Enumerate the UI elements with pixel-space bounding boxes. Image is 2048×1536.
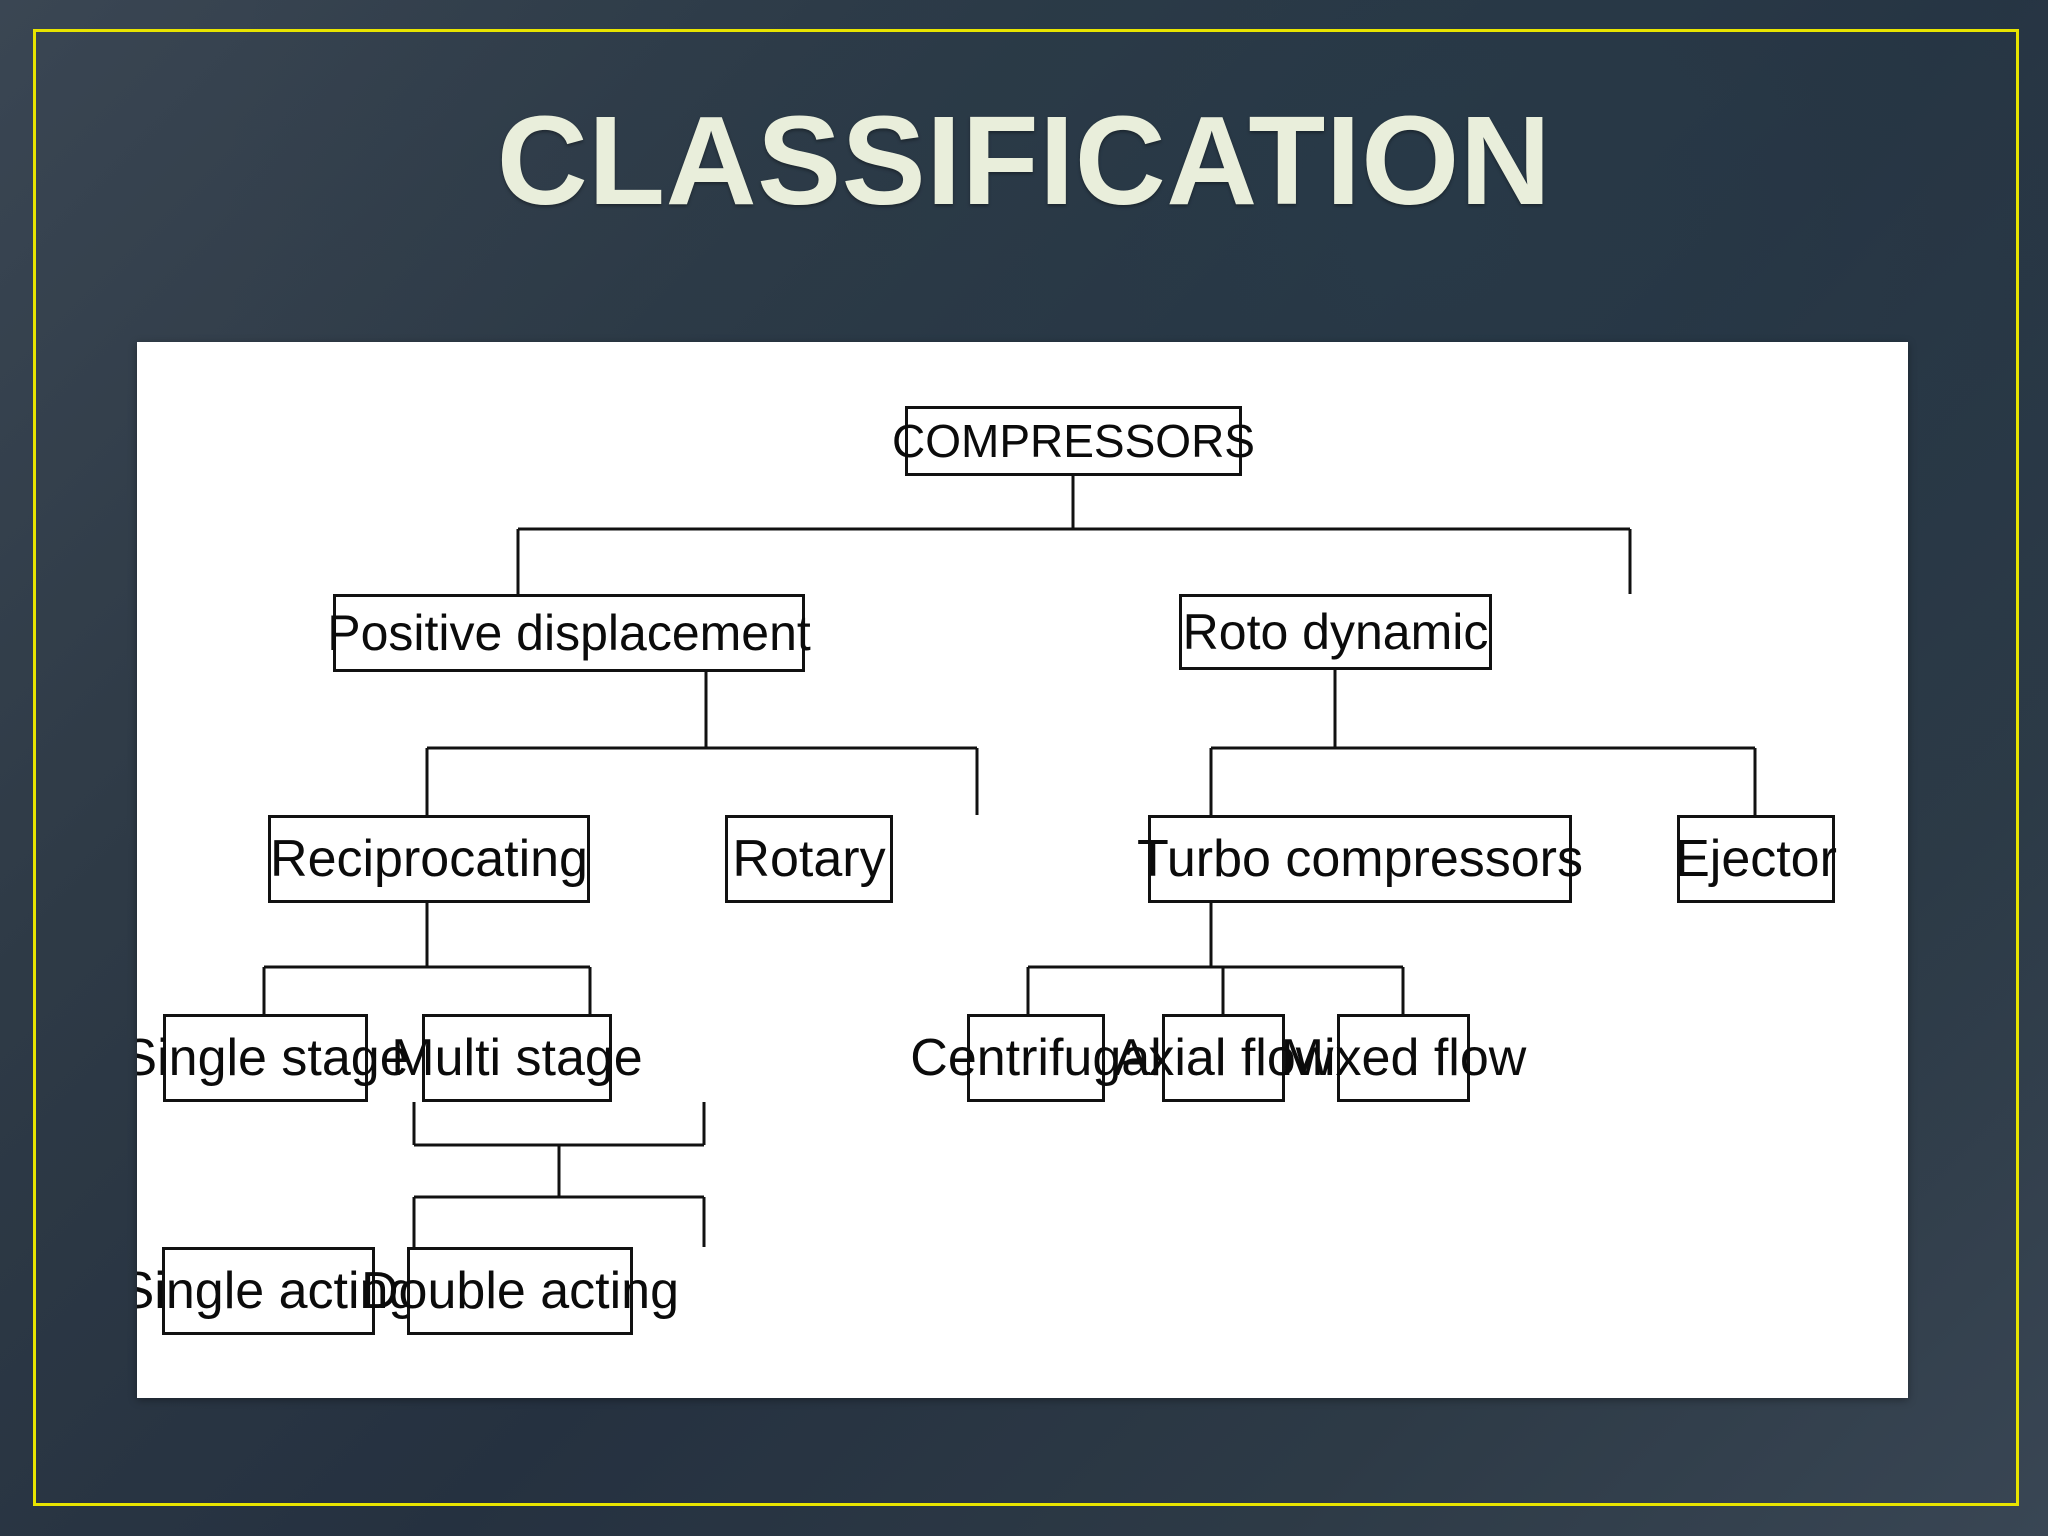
node-axial-flow[interactable]: Axial flow bbox=[1114, 1014, 1333, 1102]
node-positive-displacement[interactable]: Positive displacement bbox=[327, 594, 811, 672]
node-double-acting[interactable]: Double acting bbox=[361, 1247, 679, 1335]
node-rotary[interactable]: Rotary bbox=[725, 815, 893, 903]
node-centrifugal[interactable]: Centrifugal bbox=[910, 1014, 1162, 1102]
page-title: CLASSIFICATION bbox=[496, 90, 1552, 231]
classification-tree: COMPRESSORS Positive displacement Roto d… bbox=[137, 342, 1908, 1398]
node-ejector[interactable]: Ejector bbox=[1675, 815, 1837, 903]
diagram-panel: COMPRESSORS Positive displacement Roto d… bbox=[137, 342, 1908, 1398]
node-turbo-compressors[interactable]: Turbo compressors bbox=[1137, 815, 1583, 903]
node-mixed-flow[interactable]: Mixed flow bbox=[1281, 1014, 1526, 1102]
node-single-stage[interactable]: Single stage bbox=[137, 1014, 409, 1102]
node-single-acting[interactable]: Single acting bbox=[137, 1247, 417, 1335]
node-reciprocating[interactable]: Reciprocating bbox=[268, 815, 590, 903]
node-compressors[interactable]: COMPRESSORS bbox=[892, 406, 1255, 476]
node-roto-dynamic[interactable]: Roto dynamic bbox=[1179, 594, 1492, 670]
node-multi-stage[interactable]: Multi stage bbox=[391, 1014, 643, 1102]
